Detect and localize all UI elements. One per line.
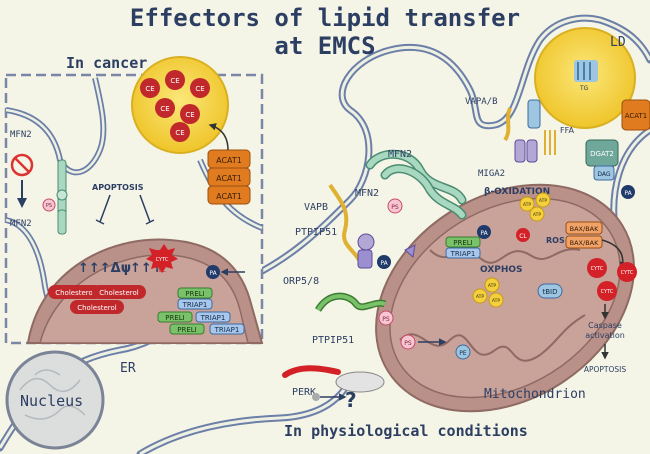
svg-text:PA: PA <box>380 260 388 267</box>
ce-group: CE CE CE CE CE CE <box>140 70 210 142</box>
svg-text:PRELI: PRELI <box>453 239 472 247</box>
svg-text:ACAT1: ACAT1 <box>625 112 648 120</box>
svg-text:CE: CE <box>160 105 169 113</box>
apoptosis-inset-label: APOPTOSIS <box>92 183 144 192</box>
svg-text:CL: CL <box>158 267 166 274</box>
svg-text:PS: PS <box>46 203 52 209</box>
svg-text:CE: CE <box>185 111 194 119</box>
svg-text:CYTC: CYTC <box>601 289 614 295</box>
svg-text:ATP: ATP <box>488 283 496 289</box>
orp58-label: ORP5/8 <box>283 276 319 287</box>
mfn2-main-label-bottom: MFN2 <box>355 188 379 199</box>
svg-text:PE: PE <box>459 350 467 357</box>
svg-text:tBID: tBID <box>542 288 557 296</box>
svg-text:BAX/BAK: BAX/BAK <box>570 239 599 247</box>
dgat2: DGAT2 <box>585 139 619 167</box>
ffa-label: FFA <box>560 126 574 135</box>
mfn2-main-label-top: MFN2 <box>388 149 412 160</box>
svg-text:PRELI: PRELI <box>185 290 204 298</box>
svg-text:DAG: DAG <box>597 171 611 178</box>
mfn2-main <box>365 149 467 220</box>
svg-text:PS: PS <box>404 340 412 347</box>
acat1-label-2: ACAT1 <box>216 174 242 183</box>
svg-text:CE: CE <box>175 129 184 137</box>
vapb-label: VAPB <box>304 202 328 213</box>
svg-text:ATP: ATP <box>476 294 484 300</box>
oxphos-label: OXPHOS <box>480 265 523 275</box>
cytc-inset: CYTC CL <box>146 244 178 274</box>
svg-text:PS: PS <box>391 204 399 211</box>
ros-label: ROS <box>546 236 565 245</box>
dag: DAG <box>593 165 615 181</box>
tg-label: TG <box>579 85 589 92</box>
svg-text:PA: PA <box>624 190 632 197</box>
ptpip51-label-2: PTPIP51 <box>312 335 354 346</box>
question-mark: ? <box>345 388 357 412</box>
acat1-label-3: ACAT1 <box>216 192 242 201</box>
apoptosis-main-label: APOPTOSIS <box>584 365 627 374</box>
er-membrane-lower <box>136 376 354 454</box>
ptpip51-label-1: PTPIP51 <box>295 227 337 238</box>
acat1-stack: ACAT1 ACAT1 ACAT1 <box>207 149 251 205</box>
tbid: tBID <box>537 283 563 299</box>
nucleus <box>5 350 105 450</box>
svg-text:CE: CE <box>170 77 179 85</box>
svg-text:CYTC: CYTC <box>621 270 634 276</box>
svg-text:BAX/BAK: BAX/BAK <box>570 225 599 233</box>
svg-text:CYTC: CYTC <box>156 257 169 263</box>
svg-text:PA: PA <box>209 270 217 277</box>
caspase-label-2: activation <box>585 331 625 340</box>
svg-text:ATP: ATP <box>523 202 531 208</box>
perk-label: PERK <box>292 387 316 398</box>
nucleus-label: Nucleus <box>20 392 83 410</box>
mitochondrion-label: Mitochondrion <box>484 387 586 402</box>
ld-label: LD <box>610 35 626 50</box>
svg-text:TRIAP1: TRIAP1 <box>200 314 226 322</box>
svg-text:CE: CE <box>145 85 154 93</box>
delta-psi-label: ↑↑↑Δψ <box>78 261 131 276</box>
svg-text:PRELI: PRELI <box>177 326 196 334</box>
svg-text:Cholesterol: Cholesterol <box>77 304 117 312</box>
mfn2-inset-label-top: MFN2 <box>10 130 32 140</box>
cytc-main: CYTC CYTC CYTC <box>587 258 637 301</box>
beta-oxidation-label: β-OXIDATION <box>484 187 550 197</box>
svg-text:PA: PA <box>480 230 488 237</box>
acat1-main: ACAT1 <box>621 99 650 131</box>
svg-text:ATP: ATP <box>539 198 547 204</box>
bax-bak: BAX/BAK BAX/BAK <box>565 221 603 249</box>
svg-text:ATP: ATP <box>492 298 500 304</box>
mfn2-inset-label-bottom: MFN2 <box>10 219 32 229</box>
lipid-droplet <box>534 27 636 129</box>
svg-text:PS: PS <box>382 316 390 323</box>
no-sign-icon <box>10 153 34 177</box>
title-line1: Effectors of lipid transfer <box>130 4 520 32</box>
svg-text:TRIAP1: TRIAP1 <box>450 250 476 258</box>
er-label: ER <box>120 361 136 376</box>
svg-text:TRIAP1: TRIAP1 <box>214 326 240 334</box>
physiological-label: In physiological conditions <box>284 422 528 440</box>
svg-text:Cholesterol: Cholesterol <box>99 289 139 297</box>
cholesterol-group: Cholesterol Cholesterol Cholesterol <box>48 285 146 314</box>
svg-text:Cholesterol: Cholesterol <box>55 289 95 297</box>
atp-group: ATP ATP ATP ATP ATP ATP <box>472 192 551 308</box>
svg-text:PRELI: PRELI <box>165 314 184 322</box>
svg-text:ATP: ATP <box>533 212 541 218</box>
mfn2-inset <box>56 159 68 235</box>
preli-triap1-main: PRELI TRIAP1 <box>445 236 481 259</box>
svg-text:CL: CL <box>519 233 527 240</box>
vapab-label: VAPA/B <box>465 97 498 107</box>
preli-triap1-inset: PRELI TRIAP1 PRELI TRIAP1 PRELI TRIAP1 <box>157 287 245 335</box>
svg-text:CE: CE <box>195 85 204 93</box>
svg-text:TRIAP1: TRIAP1 <box>182 301 208 309</box>
orp58 <box>315 292 387 313</box>
svg-text:DGAT2: DGAT2 <box>590 150 614 158</box>
svg-text:CYTC: CYTC <box>591 266 604 272</box>
acat1-label-1: ACAT1 <box>216 156 242 165</box>
cancer-panel-title: In cancer <box>66 54 147 72</box>
caspase-label-1: Caspase <box>588 321 622 330</box>
miga2-label: MIGA2 <box>478 169 505 179</box>
title-line2: at EMCS <box>274 32 375 60</box>
